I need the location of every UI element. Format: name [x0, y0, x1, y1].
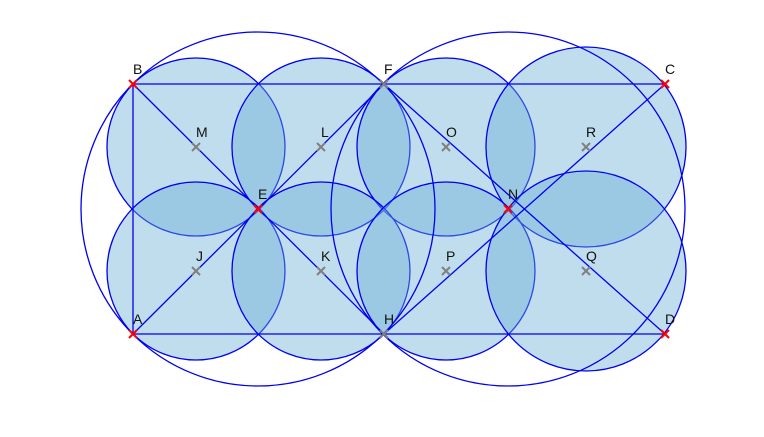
point-d[interactable]: [660, 329, 670, 339]
point-f[interactable]: [379, 79, 389, 89]
point-o[interactable]: [441, 142, 451, 152]
point-n[interactable]: [503, 204, 513, 214]
point-label-n: N: [508, 186, 518, 202]
point-label-o: O: [446, 124, 457, 140]
point-label-j: J: [196, 248, 203, 264]
point-label-k: K: [321, 248, 331, 264]
point-label-p: P: [446, 248, 455, 264]
point-label-l: L: [321, 124, 329, 140]
point-a[interactable]: [128, 329, 138, 339]
point-label-a: A: [133, 311, 143, 327]
point-c[interactable]: [660, 79, 670, 89]
big-circle-n: [330, 31, 686, 387]
point-p[interactable]: [441, 266, 451, 276]
point-h[interactable]: [379, 329, 389, 339]
point-m[interactable]: [191, 142, 201, 152]
point-j[interactable]: [191, 266, 201, 276]
point-k[interactable]: [316, 266, 326, 276]
point-label-b: B: [133, 61, 142, 77]
point-b[interactable]: [128, 79, 138, 89]
point-label-r: R: [586, 124, 596, 140]
point-label-c: C: [665, 61, 675, 77]
point-q[interactable]: [581, 266, 591, 276]
point-label-f: F: [384, 61, 393, 77]
point-label-d: D: [665, 311, 675, 327]
big-circle-e: [80, 31, 436, 387]
point-label-h: H: [384, 311, 394, 327]
point-label-m: M: [196, 124, 208, 140]
point-label-e: E: [258, 186, 267, 202]
point-e[interactable]: [253, 204, 263, 214]
segment-hc: [383, 83, 666, 335]
point-l[interactable]: [316, 142, 326, 152]
point-r[interactable]: [581, 142, 591, 152]
point-label-q: Q: [586, 248, 597, 264]
